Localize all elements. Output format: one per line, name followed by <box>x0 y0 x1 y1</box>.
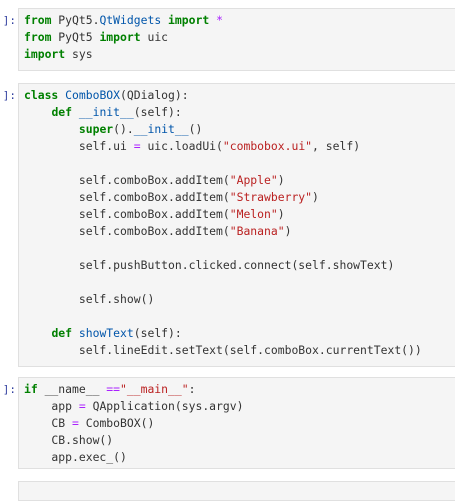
code-token: sys <box>65 47 93 61</box>
code-token: app <box>24 399 79 413</box>
code-token: * <box>216 13 223 27</box>
code-token: QtWidgets <box>99 13 162 27</box>
code-token: ) <box>277 207 285 221</box>
code-line: def showText(self): <box>24 325 455 342</box>
code-token: uic.loadUi( <box>140 139 223 153</box>
code-line: self.ui = uic.loadUi("combobox.ui", self… <box>24 138 455 155</box>
code-line <box>24 155 455 172</box>
code-token: from <box>24 30 52 44</box>
code-line: self.show() <box>24 291 455 308</box>
code-line: self.comboBox.addItem("Melon") <box>24 206 455 223</box>
code-line: import sys <box>24 46 455 63</box>
code-token: import <box>24 47 66 61</box>
code-token: PyQt5 <box>51 30 100 44</box>
code-token: def <box>51 326 73 340</box>
code-line: self.comboBox.addItem("Apple") <box>24 172 455 189</box>
code-token: self.ui <box>24 139 134 153</box>
code-token: , self) <box>312 139 361 153</box>
code-line: self.lineEdit.setText(self.comboBox.curr… <box>24 342 455 359</box>
code-block[interactable]: if __name__ =="__main__": app = QApplica… <box>19 378 455 469</box>
code-line: self.comboBox.addItem("Strawberry") <box>24 189 455 206</box>
code-token <box>72 326 79 340</box>
code-token: ) <box>312 190 319 204</box>
code-token: (self): <box>133 105 182 119</box>
code-line: app.exec_() <box>24 449 455 466</box>
code-token: (). <box>113 122 134 136</box>
code-block[interactable]: from PyQt5.QtWidgets import *from PyQt5 … <box>19 9 455 66</box>
code-token: super <box>78 122 114 136</box>
code-token: CB.show() <box>24 433 114 447</box>
code-token: () <box>188 122 203 136</box>
code-token: uic <box>140 30 169 44</box>
code-token: ) <box>284 224 292 238</box>
code-line: self.comboBox.addItem("Banana") <box>24 223 455 240</box>
code-token: showText <box>78 326 134 340</box>
code-token: ComboBOX() <box>78 416 155 430</box>
code-token: __init__ <box>133 122 189 136</box>
code-token <box>24 105 51 119</box>
code-token: self.comboBox.addItem( <box>24 190 230 204</box>
cell-prompt: ]: <box>2 14 16 27</box>
code-line: if __name__ =="__main__": <box>24 381 455 398</box>
code-token: if <box>24 382 38 396</box>
code-token: "Strawberry" <box>229 190 313 204</box>
code-line: super().__init__() <box>24 121 455 138</box>
code-editor[interactable]: class ComboBOX(QDialog): def __init__(se… <box>18 83 455 367</box>
code-token: QApplication(sys.argv) <box>85 399 244 413</box>
code-line: from PyQt5.QtWidgets import * <box>24 12 455 29</box>
code-token: ) <box>277 173 285 187</box>
code-token <box>24 122 79 136</box>
code-token: def <box>51 105 73 119</box>
code-block[interactable]: class ComboBOX(QDialog): def __init__(se… <box>19 84 455 362</box>
code-line: class ComboBOX(QDialog): <box>24 87 455 104</box>
code-line: self.pushButton.clicked.connect(self.sho… <box>24 257 455 274</box>
code-token: == <box>106 382 121 396</box>
code-line: CB.show() <box>24 432 455 449</box>
code-token: PyQt5. <box>51 13 100 27</box>
code-block[interactable] <box>19 482 455 488</box>
code-token: import <box>99 30 141 44</box>
code-token: "combobox.ui" <box>222 139 313 153</box>
code-token: : <box>188 382 196 396</box>
code-line: def __init__(self): <box>24 104 455 121</box>
code-token: self.show() <box>24 292 155 306</box>
code-token: class <box>24 88 59 102</box>
code-editor[interactable]: if __name__ =="__main__": app = QApplica… <box>18 377 455 469</box>
code-token: (self): <box>133 326 182 340</box>
code-line: from PyQt5 import uic <box>24 29 455 46</box>
code-line <box>24 274 455 291</box>
code-token: = <box>133 139 141 153</box>
code-token: self.comboBox.addItem( <box>24 207 230 221</box>
code-token: self.lineEdit.setText(self.comboBox.curr… <box>24 343 422 357</box>
code-line <box>24 240 455 257</box>
code-token: CB <box>24 416 73 430</box>
code-token: "Banana" <box>229 224 285 238</box>
code-line <box>24 308 455 325</box>
code-token: from <box>24 13 52 27</box>
code-token <box>72 105 79 119</box>
code-token: self.pushButton.clicked.connect(self.sho… <box>24 258 395 272</box>
code-editor[interactable] <box>18 481 455 501</box>
code-token: ComboBOX <box>65 88 121 102</box>
code-token: "Apple" <box>229 173 278 187</box>
code-token: import <box>168 13 210 27</box>
code-token: = <box>72 416 79 430</box>
code-editor[interactable]: from PyQt5.QtWidgets import *from PyQt5 … <box>18 8 455 71</box>
code-token: __name__ <box>37 382 107 396</box>
cell-prompt: ]: <box>2 89 16 102</box>
cell-prompt: ]: <box>2 383 16 396</box>
code-token: "__main__" <box>120 382 189 396</box>
code-token: app.exec_() <box>24 450 127 464</box>
code-token: self.comboBox.addItem( <box>24 173 230 187</box>
code-token: self.comboBox.addItem( <box>24 224 230 238</box>
code-token <box>24 326 51 340</box>
code-line: app = QApplication(sys.argv) <box>24 398 455 415</box>
code-token: __init__ <box>78 105 134 119</box>
code-line: CB = ComboBOX() <box>24 415 455 432</box>
code-token: "Melon" <box>229 207 278 221</box>
code-token: = <box>78 399 86 413</box>
code-token: (QDialog): <box>120 88 189 102</box>
